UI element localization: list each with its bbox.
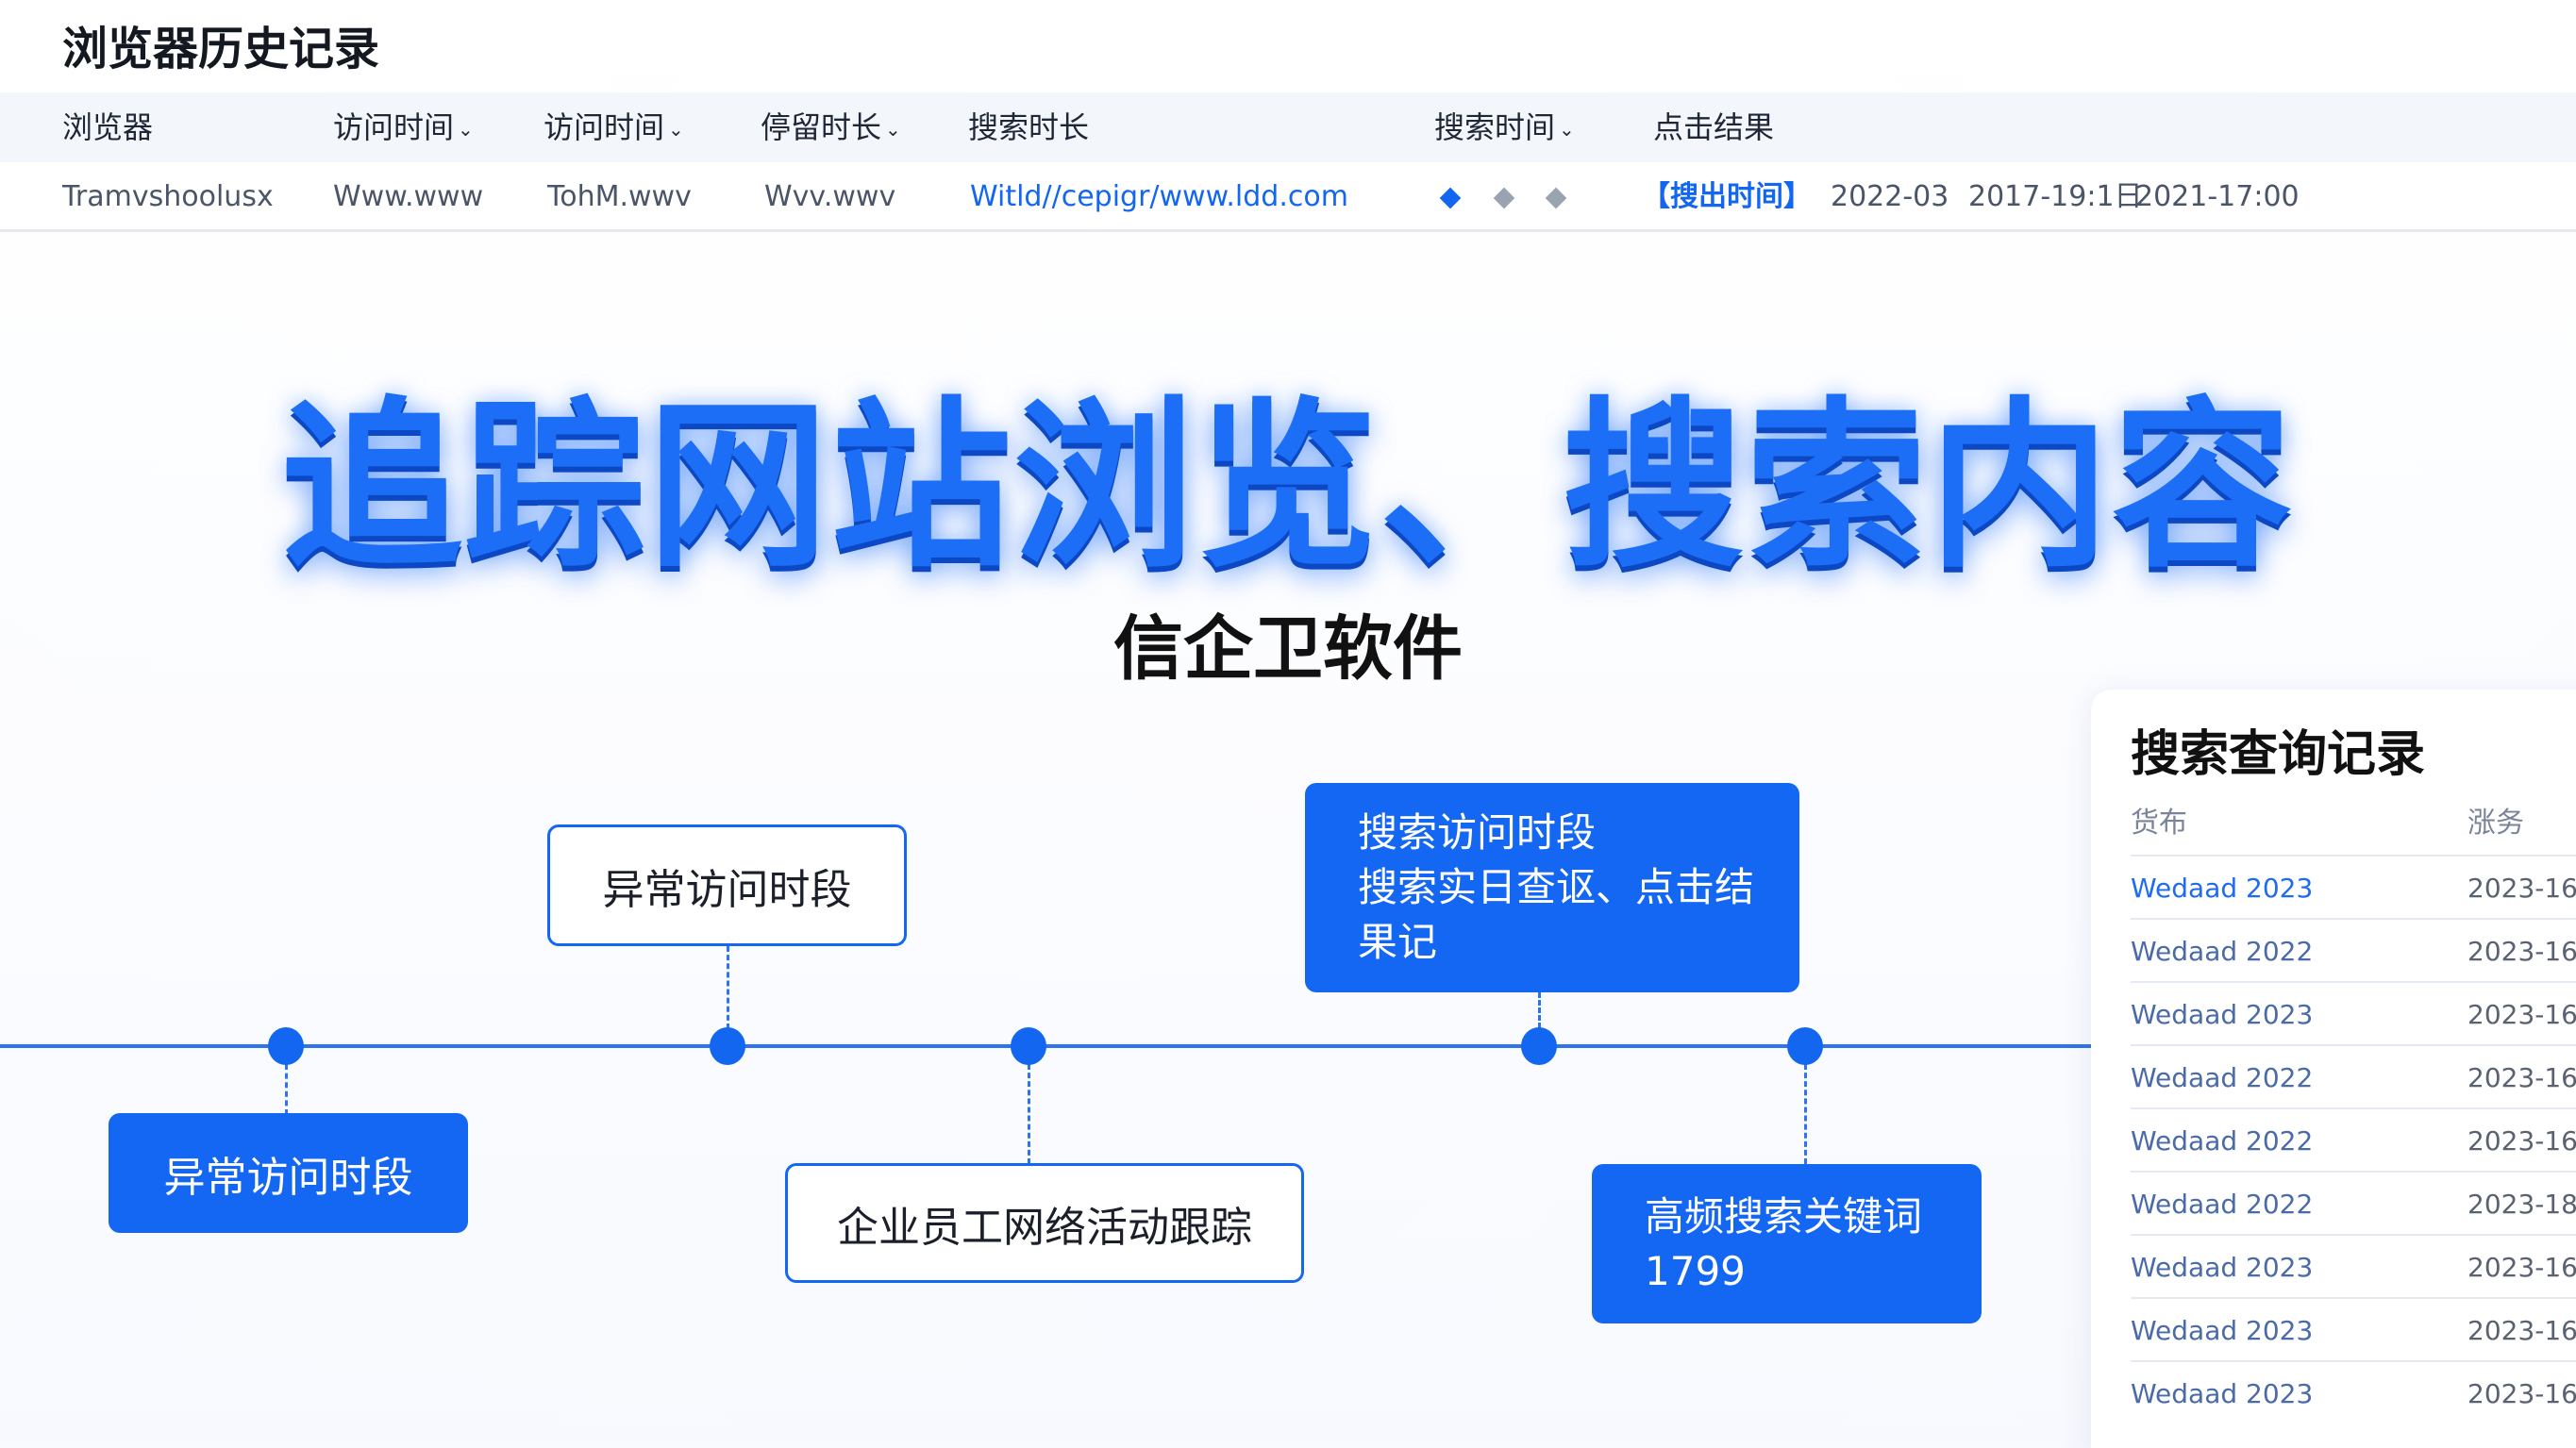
column-header-stay-duration[interactable]: 停留时长⌄ (761, 92, 901, 164)
card-label: 异常访问时段 (602, 865, 852, 914)
query-time: 2023-16.3 (2467, 1062, 2576, 1093)
query-time: 2023-16.9 (2467, 999, 2576, 1030)
timeline-card-keywords[interactable]: 高频搜索关键词 1799 (1592, 1164, 1982, 1323)
timeline-card-abnormal-access[interactable]: 异常访问时段 (109, 1113, 468, 1233)
chevron-down-icon: ⌄ (668, 118, 684, 141)
cell-date-3: 2021-17:00 (2135, 180, 2300, 213)
query-time: 2023-16.3 (2467, 1252, 2576, 1283)
panel-row[interactable]: Wedaad 2023 2023-16.3 (2131, 855, 2576, 918)
cell-stay-duration: Wvv.wwv (764, 180, 896, 213)
panel-row[interactable]: Wedaad 2022 2023-16.3 (2131, 1044, 2576, 1107)
search-query-panel: 搜索查询记录 货布 涨务 Wedaad 20232023-16.3Wedaad … (2091, 690, 2576, 1448)
panel-column-header[interactable]: 涨务 (2467, 807, 2524, 840)
timeline-card-abnormal-access-outline[interactable]: 异常访问时段 (547, 824, 907, 946)
query-keyword: Wedaad 2023 (2131, 1252, 2314, 1283)
column-header-label: 点击结果 (1653, 109, 1775, 145)
card-label: 搜索实日查讴、点击结 (1358, 864, 1755, 910)
timeline-dot[interactable] (1787, 1027, 1823, 1065)
column-header-visit-time-1[interactable]: 访问时间⌄ (333, 92, 474, 164)
cell-browser: Tramvshoolusx (62, 180, 274, 213)
column-header-click-result[interactable]: 点击结果 (1653, 92, 1774, 162)
query-keyword: Wedaad 2022 (2131, 1062, 2314, 1093)
headline: 追踪网站浏览、搜索内容 (278, 379, 2296, 595)
timeline-dot[interactable] (1521, 1027, 1557, 1065)
table-header: 浏览器 访问时间⌄ 访问时间⌄ 停留时长⌄ 搜索时长 搜索时间⌄ 点击结果 (0, 92, 2576, 162)
query-keyword: Wedaad 2022 (2131, 936, 2314, 967)
cell-url-link[interactable]: Witld//cepigr/www.ldd.com (970, 180, 1348, 213)
query-time: 2023-16.3 (2467, 873, 2576, 904)
connector-line (285, 1064, 288, 1115)
cell-date-2: 2017-19:1日 (1968, 180, 2143, 213)
panel-row[interactable]: Wedaad 2022 2023-16.3 (2131, 918, 2576, 981)
cell-date-1: 2022-03 (1831, 180, 1949, 213)
column-header-label: 访问时间 (333, 109, 455, 145)
panel-row[interactable]: Wedaad 2023 2023-16.3 (2131, 1297, 2576, 1360)
query-keyword: Wedaad 2022 (2131, 1189, 2314, 1220)
query-time: 2023-16.3 (2467, 936, 2576, 967)
card-label: 异常访问时段 (163, 1153, 413, 1202)
query-keyword: Wedaad 2022 (2131, 1125, 2314, 1157)
column-header-browser[interactable]: 浏览器 (62, 92, 153, 162)
panel-row[interactable]: Wedaad 2022 2023-18.3 (2131, 1171, 2576, 1234)
chevron-down-icon: ⌄ (885, 118, 901, 141)
column-header-search-duration[interactable]: 搜索时长 (968, 92, 1089, 162)
panel-column-header[interactable]: 货布 (2131, 807, 2187, 840)
panel-row[interactable]: Wedaad 2022 2023-16.3 (2131, 1107, 2576, 1171)
column-header-label: 搜索时间 (1434, 109, 1556, 145)
page-title: 浏览器历史记录 (62, 23, 380, 75)
search-tag: 【搜出时间】 (1642, 180, 1812, 213)
subtitle: 信企卫软件 (1113, 608, 1463, 690)
column-header-label: 浏览器 (62, 109, 154, 145)
chevron-down-icon: ⌄ (458, 118, 474, 141)
diamond-icon-active (1439, 187, 1462, 209)
keyword-count: 1799 (1645, 1247, 1746, 1294)
panel-row[interactable]: Wedaad 2023 2023-16.9 (2131, 981, 2576, 1044)
query-keyword: Wedaad 2023 (2131, 1315, 2314, 1346)
card-label: 高频搜索关键词 (1645, 1192, 1923, 1240)
query-time: 2023-16.3 (2467, 1378, 2576, 1409)
panel-row[interactable]: Wedaad 2023 2023-16.3 (2131, 1360, 2576, 1423)
table-row[interactable]: Tramvshoolusx Www.www TohM.wwv Wvv.wwv W… (0, 162, 2576, 232)
panel-title: 搜索查询记录 (2131, 726, 2426, 783)
cell-visit-time-1: Www.www (333, 180, 484, 213)
diamond-icon (1493, 187, 1515, 209)
card-label: 果记 (1358, 919, 1438, 965)
query-keyword: Wedaad 2023 (2131, 1378, 2314, 1409)
connector-line (1538, 992, 1541, 1028)
column-header-label: 访问时间 (544, 109, 665, 145)
timeline-card-search-access[interactable]: 搜索访问时段 搜索实日查讴、点击结 果记 (1305, 783, 1799, 992)
panel-row[interactable]: Wedaad 2023 2023-16.3 (2131, 1234, 2576, 1297)
query-time: 2023-18.3 (2467, 1189, 2576, 1220)
chevron-down-icon: ⌄ (1559, 118, 1575, 141)
column-header-visit-time-2[interactable]: 访问时间⌄ (544, 92, 684, 164)
column-header-label: 停留时长 (761, 109, 882, 145)
timeline-card-employee-tracking[interactable]: 企业员工网络活动跟踪 (785, 1163, 1304, 1283)
cell-visit-time-2: TohM.wwv (547, 180, 692, 213)
column-header-label: 搜索时长 (968, 109, 1090, 145)
query-time: 2023-16.3 (2467, 1315, 2576, 1346)
connector-line (1028, 1064, 1030, 1164)
query-time: 2023-16.3 (2467, 1125, 2576, 1157)
connector-line (1804, 1064, 1807, 1164)
timeline-dot[interactable] (710, 1027, 745, 1065)
connector-line (727, 946, 729, 1029)
query-keyword: Wedaad 2023 (2131, 873, 2314, 904)
card-label: 企业员工网络活动跟踪 (837, 1203, 1252, 1252)
timeline-dot[interactable] (1011, 1027, 1046, 1065)
query-keyword: Wedaad 2023 (2131, 999, 2314, 1030)
column-header-search-time[interactable]: 搜索时间⌄ (1434, 92, 1575, 164)
card-label: 搜索访问时段 (1358, 809, 1597, 856)
timeline-dot[interactable] (268, 1027, 304, 1065)
diamond-icon (1545, 187, 1567, 209)
